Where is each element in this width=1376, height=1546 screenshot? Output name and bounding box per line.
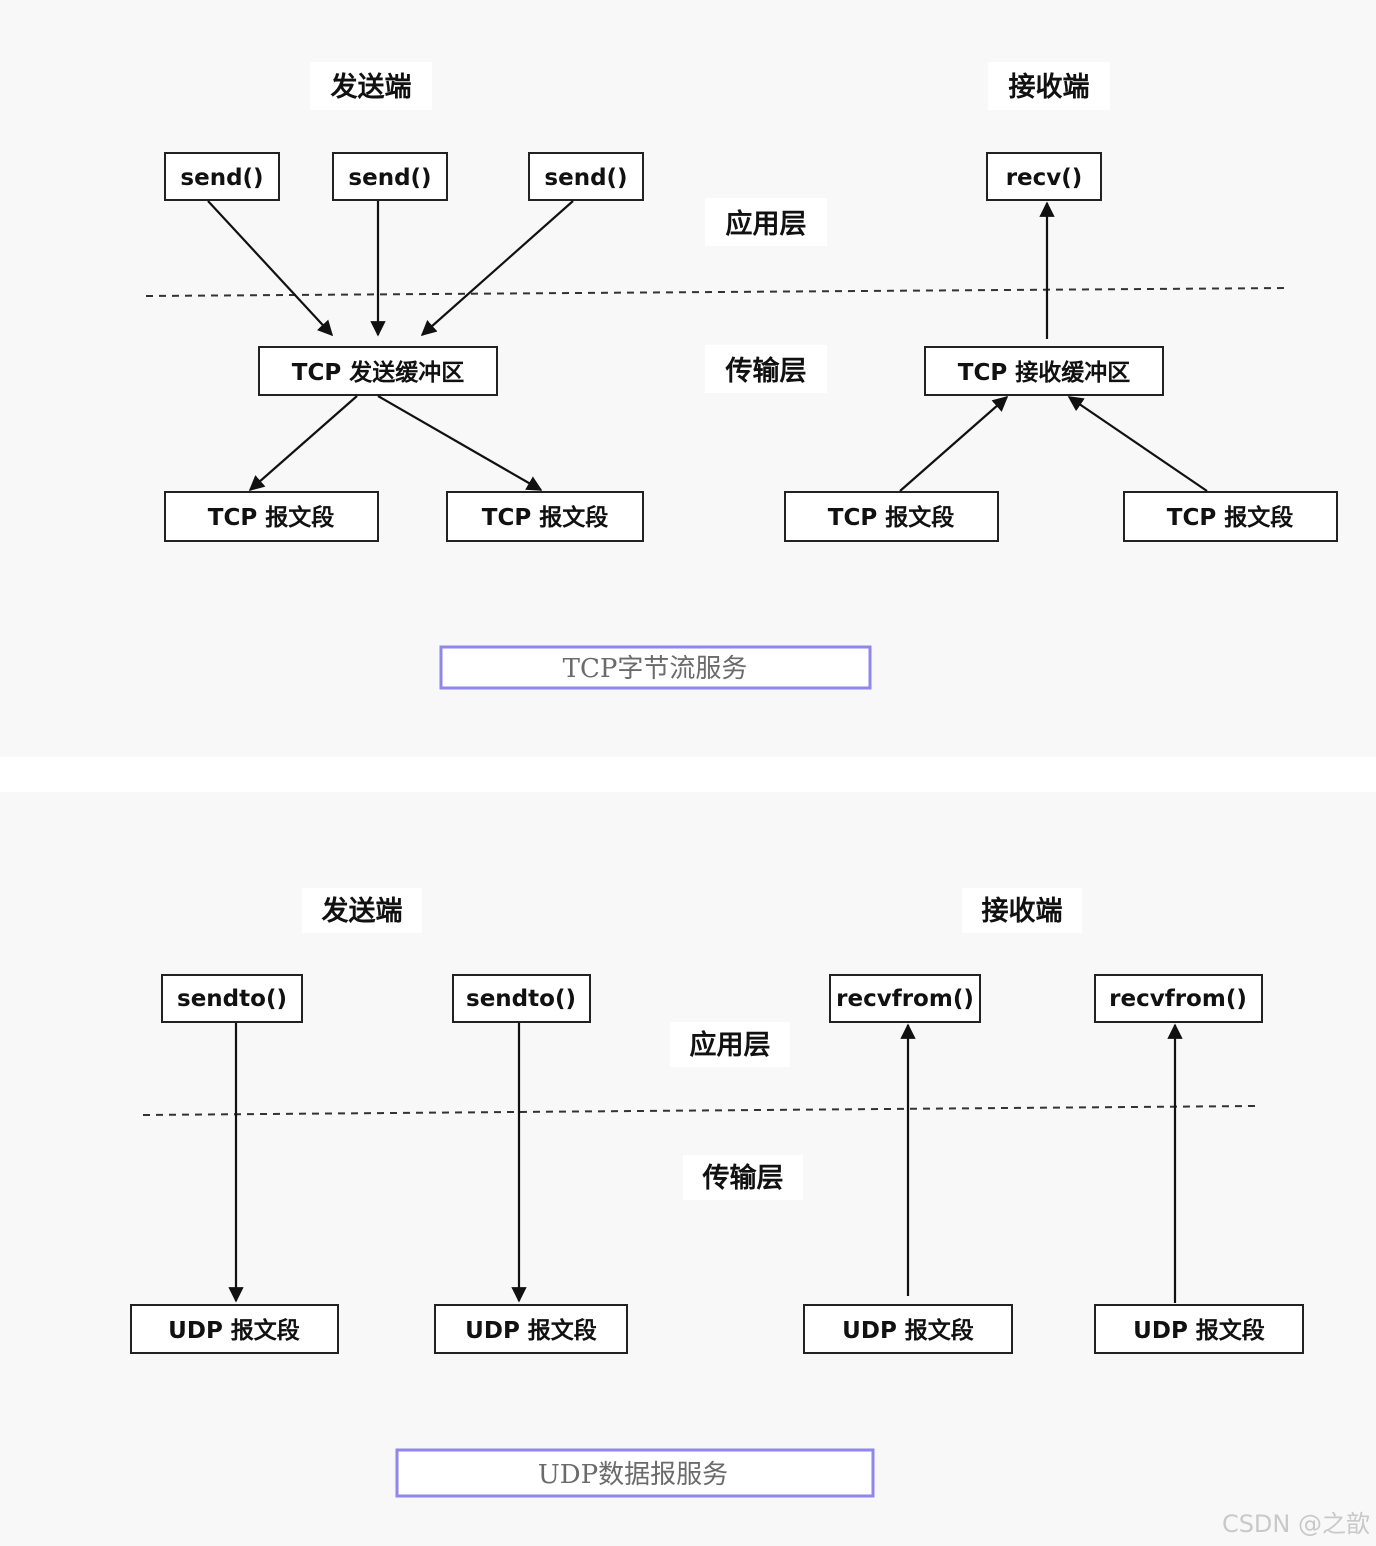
- tcp-send-box-1: send(): [164, 152, 280, 201]
- svg-text:UDP 报文段: UDP 报文段: [168, 1317, 300, 1344]
- svg-text:UDP 报文段: UDP 报文段: [842, 1317, 974, 1344]
- tcp-arrow-send1-to-buffer: [207, 200, 334, 337]
- udp-sender-label: 发送端: [302, 888, 422, 933]
- svg-text:UDP 报文段: UDP 报文段: [465, 1317, 597, 1344]
- tcp-send-box-2: send(): [332, 152, 448, 201]
- udp-transport-layer-label: 传输层: [683, 1155, 803, 1200]
- svg-text:传输层: 传输层: [725, 355, 807, 387]
- udp-recvfrom-box-2: recvfrom(): [1094, 974, 1263, 1023]
- tcp-arrow-send3-to-buffer: [420, 200, 574, 337]
- svg-text:sendto(): sendto(): [466, 986, 576, 1012]
- tcp-segment-box-3: TCP 报文段: [784, 491, 999, 542]
- svg-text:recvfrom(): recvfrom(): [1109, 986, 1247, 1012]
- svg-text:发送端: 发送端: [330, 71, 412, 103]
- udp-caption-box: UDP数据报服务: [395, 1448, 875, 1498]
- udp-segment-box-2: UDP 报文段: [434, 1304, 628, 1354]
- udp-receiver-label: 接收端: [962, 888, 1082, 933]
- udp-app-layer-label: 应用层: [670, 1022, 790, 1067]
- tcp-receiver-label: 接收端: [988, 62, 1110, 110]
- udp-sendto-box-1: sendto(): [161, 974, 303, 1023]
- tcp-caption-box: TCP字节流服务: [439, 645, 872, 690]
- svg-text:TCP 接收缓冲区: TCP 接收缓冲区: [958, 359, 1130, 386]
- svg-text:UDP数据报服务: UDP数据报服务: [538, 1460, 728, 1490]
- udp-segment-box-1: UDP 报文段: [130, 1304, 339, 1354]
- svg-text:TCP 报文段: TCP 报文段: [482, 504, 608, 531]
- udp-segment-box-3: UDP 报文段: [803, 1304, 1013, 1354]
- tcp-recv-buffer-box: TCP 接收缓冲区: [924, 346, 1164, 396]
- tcp-arrow-buffer-to-seg2: [377, 395, 543, 491]
- svg-text:recvfrom(): recvfrom(): [836, 986, 974, 1012]
- svg-text:TCP字节流服务: TCP字节流服务: [563, 654, 748, 684]
- svg-text:send(): send(): [180, 165, 263, 191]
- udp-layer-divider: [142, 1105, 1256, 1116]
- tcp-arrow-seg3-to-buffer: [899, 395, 1009, 492]
- tcp-app-layer-label: 应用层: [705, 198, 827, 246]
- udp-sendto-box-2: sendto(): [452, 974, 591, 1023]
- svg-text:send(): send(): [544, 165, 627, 191]
- svg-text:接收端: 接收端: [1009, 72, 1090, 103]
- tcp-send-box-3: send(): [528, 152, 644, 201]
- svg-text:发送端: 发送端: [321, 895, 403, 927]
- svg-text:TCP 报文段: TCP 报文段: [208, 504, 334, 531]
- tcp-arrow-seg4-to-buffer: [1067, 396, 1208, 492]
- tcp-transport-layer-label: 传输层: [705, 345, 827, 393]
- svg-text:recv(): recv(): [1006, 165, 1083, 191]
- svg-text:TCP 报文段: TCP 报文段: [828, 504, 954, 531]
- udp-recvfrom-box-1: recvfrom(): [829, 974, 981, 1023]
- tcp-segment-box-2: TCP 报文段: [446, 491, 644, 542]
- tcp-send-buffer-box: TCP 发送缓冲区: [258, 346, 498, 396]
- tcp-layer-divider: [145, 287, 1291, 297]
- svg-text:TCP 发送缓冲区: TCP 发送缓冲区: [292, 359, 464, 386]
- tcp-segment-box-4: TCP 报文段: [1123, 491, 1338, 542]
- svg-text:TCP 报文段: TCP 报文段: [1167, 504, 1293, 531]
- svg-text:接收端: 接收端: [982, 896, 1063, 927]
- csdn-watermark: CSDN @之歆: [1222, 1510, 1370, 1538]
- svg-text:sendto(): sendto(): [177, 986, 287, 1012]
- tcp-arrow-buffer-to-seg1: [248, 395, 358, 492]
- svg-text:应用层: 应用层: [690, 1029, 771, 1061]
- udp-segment-box-4: UDP 报文段: [1094, 1304, 1304, 1354]
- svg-text:传输层: 传输层: [702, 1162, 784, 1194]
- svg-text:应用层: 应用层: [726, 208, 807, 240]
- tcp-sender-label: 发送端: [310, 62, 432, 110]
- tcp-segment-box-1: TCP 报文段: [164, 491, 379, 542]
- svg-text:UDP 报文段: UDP 报文段: [1133, 1317, 1265, 1344]
- svg-text:send(): send(): [348, 165, 431, 191]
- tcp-recv-box: recv(): [986, 152, 1102, 201]
